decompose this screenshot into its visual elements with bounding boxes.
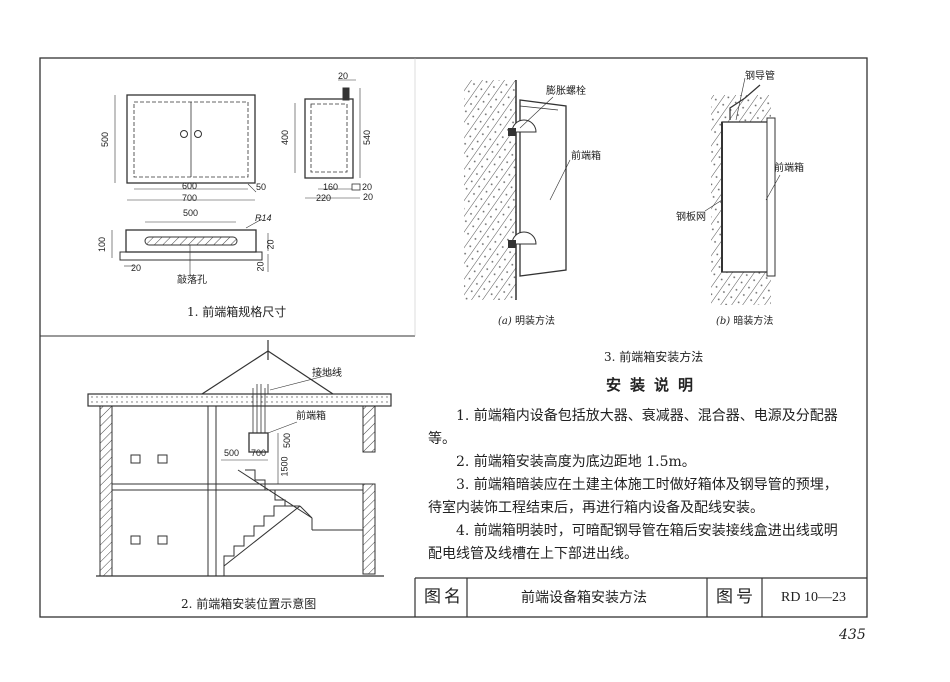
fig3-caption: 3. 前端箱安装方法	[604, 350, 704, 364]
dim-side-inner-height: 400	[280, 129, 291, 146]
fig2-caption: 2. 前端箱安装位置示意图	[181, 597, 317, 611]
dim-top-gap: 20	[338, 71, 349, 81]
box-a-label: 前端箱	[571, 151, 601, 162]
fig3a-caption: (a) 明装方法	[498, 317, 555, 327]
dim-side-bottom-a: 20	[362, 182, 373, 192]
fig3b-caption: (b) 暗装方法	[716, 317, 773, 327]
dim-front-height: 500	[100, 131, 111, 148]
sheet-frame	[39, 57, 868, 618]
dim-plan-width: 500	[183, 208, 199, 218]
title-block-lines	[414, 577, 867, 617]
note-4: 4. 前端箱明装时，可暗配钢导管在箱后安装接线盒进出线或明配电线管及线槽在上下部…	[428, 523, 838, 562]
box-b-label: 前端箱	[774, 163, 804, 174]
dim-plan-20c: 20	[255, 261, 266, 272]
dim-side-outer-height: 540	[362, 129, 373, 146]
page-number: 435	[839, 627, 866, 643]
title-name-label: 图名	[424, 587, 464, 607]
notes-title: 安装说明	[606, 376, 703, 394]
fig3a-letter: (a)	[498, 316, 512, 327]
dim-plan-height: 100	[97, 236, 108, 253]
dim-edge: 50	[256, 182, 267, 192]
dim-inner-width: 600	[182, 181, 198, 191]
title-number-value: RD 10—23	[781, 590, 846, 605]
note-2: 2. 前端箱安装高度为底边距地 1.5m。	[456, 454, 696, 470]
dim-radius: R14	[255, 213, 272, 223]
dim-plan-20a: 20	[131, 263, 142, 273]
dim-700: 700	[251, 448, 267, 458]
dim-500-h: 500	[224, 448, 240, 458]
dim-1500: 1500	[279, 456, 290, 477]
fig3a-surface-mount	[464, 80, 571, 300]
title-name-value: 前端设备箱安装方法	[521, 590, 647, 606]
ground-wire-label: 接地线	[312, 368, 342, 379]
fig3b-text: 暗装方法	[733, 316, 774, 327]
dim-side-bottom-b: 20	[363, 192, 374, 202]
steel-pipe-label: 钢导管	[745, 71, 775, 82]
fig3b-letter: (b)	[716, 316, 731, 327]
dim-outer-width: 700	[182, 193, 198, 203]
bolt-label: 膨胀螺栓	[546, 86, 586, 97]
dim-side-depth-outer: 220	[316, 193, 332, 203]
knockout-label: 敲落孔	[177, 275, 207, 286]
fig3a-text: 明装方法	[514, 316, 555, 327]
fig1-caption: 1. 前端箱规格尺寸	[187, 305, 287, 319]
fig2-building-section	[87, 340, 392, 577]
fig1-front-view	[114, 94, 257, 201]
title-number-label: 图号	[716, 587, 756, 607]
note-3: 3. 前端箱暗装应在土建主体施工时做好箱体及钢导管的预埋，待室内装饰工程结束后，…	[428, 477, 838, 516]
dim-plan-20b: 20	[265, 239, 276, 250]
fig3b-concealed-mount	[704, 77, 781, 305]
fig1-side-view	[294, 79, 361, 199]
box-label: 前端箱	[296, 411, 326, 422]
dim-side-depth-inner: 160	[323, 182, 339, 192]
mesh-label: 钢板网	[676, 212, 706, 223]
dim-500-v: 500	[282, 432, 293, 449]
note-1: 1. 前端箱内设备包括放大器、衰减器、混合器、电源及分配器等。	[428, 408, 838, 447]
fig1-plan-view	[111, 218, 269, 276]
